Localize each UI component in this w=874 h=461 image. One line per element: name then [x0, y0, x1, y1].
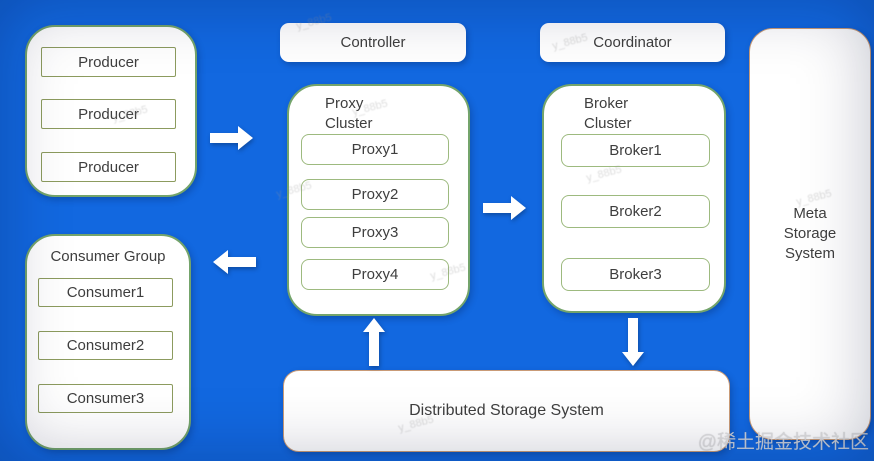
distributed-storage-system-box: Distributed Storage System — [283, 370, 730, 452]
broker-box-2: Broker2 — [561, 195, 710, 228]
broker-cluster-title: Broker Cluster — [584, 95, 632, 132]
arrow-proxy-to-consumer-left-icon — [213, 250, 256, 274]
distributed-storage-label: Distributed Storage System — [409, 402, 604, 419]
consumer-box-1: Consumer1 — [38, 278, 173, 307]
consumer-box-2: Consumer2 — [38, 331, 173, 360]
consumer-label-3: Consumer3 — [66, 390, 145, 407]
producer-label-3: Producer — [78, 158, 139, 176]
proxy-label-4: Proxy4 — [351, 266, 399, 283]
broker-box-3: Broker3 — [561, 258, 710, 291]
producer-cluster-container: Producer Producer Producer — [25, 25, 197, 197]
arrow-storage-to-proxy-up-icon — [363, 318, 385, 366]
broker-label-2: Broker2 — [609, 203, 662, 220]
coordinator-box: Coordinator — [540, 23, 725, 62]
meta-storage-label: Meta Storage System — [783, 205, 837, 262]
producer-label-1: Producer — [78, 53, 139, 71]
broker-label-3: Broker3 — [609, 266, 662, 283]
arrow-broker-to-storage-down-icon — [622, 318, 644, 366]
meta-storage-system-box: Meta Storage System — [749, 28, 871, 440]
producer-label-2: Producer — [78, 105, 139, 123]
proxy-label-1: Proxy1 — [351, 141, 399, 158]
coordinator-label: Coordinator — [593, 34, 672, 51]
producer-box-1: Producer — [41, 47, 176, 77]
proxy-box-3: Proxy3 — [301, 217, 449, 248]
controller-box: Controller — [280, 23, 466, 62]
proxy-box-2: Proxy2 — [301, 179, 449, 210]
proxy-label-3: Proxy3 — [351, 224, 399, 241]
producer-box-2: Producer — [41, 99, 176, 129]
producer-box-3: Producer — [41, 152, 176, 182]
consumer-label-1: Consumer1 — [66, 284, 145, 301]
broker-cluster-container: Broker Cluster Broker1 Broker2 Broker3 — [542, 84, 726, 313]
controller-label: Controller — [340, 34, 406, 51]
consumer-group-title: Consumer Group — [50, 248, 166, 265]
proxy-cluster-title: Proxy Cluster — [325, 95, 373, 132]
broker-label-1: Broker1 — [609, 142, 662, 159]
proxy-cluster-container: Proxy Cluster Proxy1 Proxy2 Proxy3 Proxy… — [287, 84, 470, 316]
broker-box-1: Broker1 — [561, 134, 710, 167]
consumer-group-container: Consumer Group Consumer1 Consumer2 Consu… — [25, 234, 191, 450]
proxy-box-1: Proxy1 — [301, 134, 449, 165]
proxy-box-4: Proxy4 — [301, 259, 449, 290]
consumer-box-3: Consumer3 — [38, 384, 173, 413]
consumer-label-2: Consumer2 — [66, 337, 145, 354]
proxy-label-2: Proxy2 — [351, 186, 399, 203]
arrow-producer-to-proxy-right-icon — [210, 126, 253, 150]
arrow-proxy-to-broker-right-icon — [483, 196, 526, 220]
